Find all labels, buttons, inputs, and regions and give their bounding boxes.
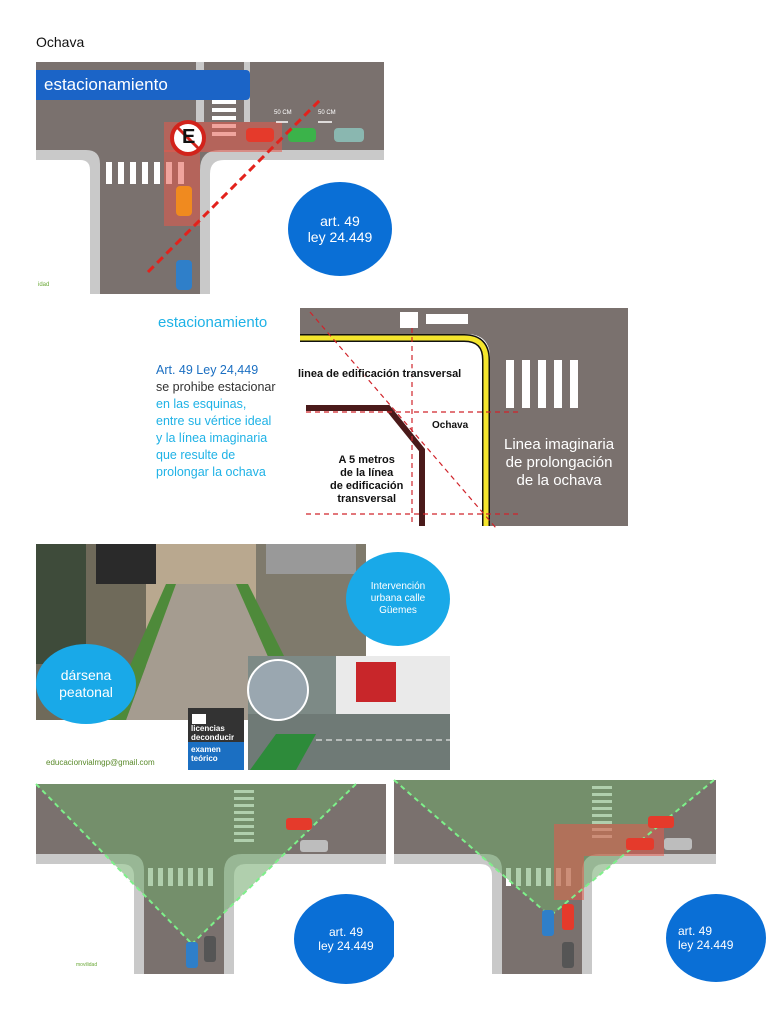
license-badge-line-4: teórico bbox=[191, 754, 218, 763]
five-meter-line-4: transversal bbox=[337, 493, 397, 505]
pedestrian-bay-circle: dársena peatonal bbox=[36, 644, 136, 724]
document-title: Ochava bbox=[36, 34, 85, 50]
article-line-1: art. 49 bbox=[320, 213, 360, 229]
imaginary-line-label: Linea imaginaria de prolongación de la o… bbox=[504, 436, 614, 490]
intersection-parking-image: estacionamiento E 50 CM 50 CM art. 49 le… bbox=[36, 62, 392, 294]
article-circle-2-line-1: art. 49 bbox=[328, 925, 364, 939]
urban-intervention-line-2: urbana calle bbox=[370, 593, 426, 604]
ochava-label: Ochava bbox=[432, 420, 469, 431]
article-text-line-5: y la línea imaginaria bbox=[156, 431, 268, 445]
license-badge-line-1: licencias bbox=[191, 724, 225, 733]
contact-email: educacionvialmgp@gmail.com bbox=[46, 758, 155, 767]
article-text-line-4: entre su vértice ideal bbox=[156, 414, 272, 428]
diagram-heading: estacionamiento bbox=[158, 314, 268, 331]
building-line-label: linea de edificación transversal bbox=[298, 368, 462, 380]
five-meter-label: A 5 metros de la línea de edificación tr… bbox=[330, 454, 403, 506]
ochava-diagram-image: estacionamiento Art. 49 Ley 24,449 se pr… bbox=[150, 308, 628, 529]
article-circle-3-line-1: art. 49 bbox=[678, 924, 713, 938]
article-text-line-2: se prohibe estacionar bbox=[156, 380, 276, 394]
visibility-cone-prohibited-image: art. 49 ley 24.449 bbox=[393, 779, 766, 982]
five-meter-line-2: de la línea bbox=[340, 467, 394, 479]
intersection-diagram bbox=[36, 62, 384, 294]
five-meter-line-3: de edificación bbox=[330, 480, 404, 492]
article-circle-2-line-2: ley 24.449 bbox=[318, 939, 374, 953]
ochava-diagram bbox=[300, 308, 628, 529]
urban-intervention-circle: Intervención urbana calle Güemes bbox=[346, 552, 450, 646]
article-circle-2: art. 49 ley 24.449 bbox=[294, 894, 398, 984]
article-circle-3: art. 49 ley 24.449 bbox=[666, 894, 766, 982]
distance-label-b: 50 CM bbox=[318, 110, 336, 116]
article-text-line-3: en las esquinas, bbox=[156, 397, 247, 411]
license-badge: licencias deconducir examen teórico bbox=[191, 724, 234, 763]
article-circle-3-line-2: ley 24.449 bbox=[678, 938, 734, 952]
article-line-2: ley 24.449 bbox=[307, 229, 373, 245]
corner-watermark: idad bbox=[38, 282, 50, 288]
pedestrian-bay-line-1: dársena bbox=[60, 667, 112, 683]
five-meter-line-1: A 5 metros bbox=[338, 454, 395, 466]
article-text-line-6: que resulte de bbox=[156, 448, 236, 462]
urban-intervention-line-3: Güemes bbox=[379, 605, 417, 616]
imaginary-line-2: de prolongación bbox=[505, 454, 613, 471]
no-parking-sign-letter: E bbox=[182, 126, 196, 148]
pedestrian-bay-line-2: peatonal bbox=[59, 684, 113, 700]
imaginary-line-1: Linea imaginaria bbox=[504, 436, 615, 453]
street-photo-collage: Intervención urbana calle Güemes dársena… bbox=[36, 544, 450, 770]
distance-label-a: 50 CM bbox=[274, 110, 292, 116]
visibility-cone-image: art. 49 ley 24.449 movilidad bbox=[35, 783, 398, 984]
license-badge-line-3: examen bbox=[191, 745, 221, 754]
article-text-line-7: prolongar la ochava bbox=[156, 465, 266, 479]
article-text-line-1: Art. 49 Ley 24,449 bbox=[156, 363, 259, 377]
license-badge-line-2: deconducir bbox=[191, 733, 235, 742]
urban-intervention-line-1: Intervención bbox=[370, 581, 426, 592]
parking-banner: estacionamiento bbox=[36, 70, 250, 100]
article-text: Art. 49 Ley 24,449 se prohibe estacionar… bbox=[156, 362, 276, 481]
imaginary-line-3: de la ochava bbox=[516, 472, 602, 489]
article-circle: art. 49 ley 24.449 bbox=[288, 182, 392, 276]
corner-watermark-2: movilidad bbox=[76, 962, 98, 968]
